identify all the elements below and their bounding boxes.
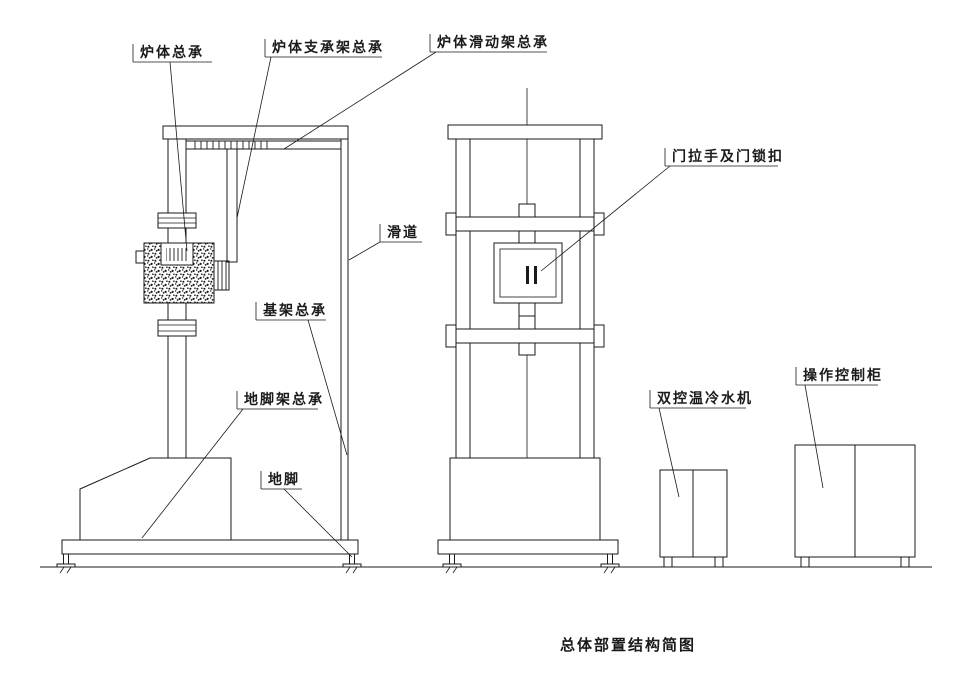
bolt-washer bbox=[56, 563, 76, 568]
bolt-hatch bbox=[445, 566, 451, 574]
side-view bbox=[56, 125, 362, 574]
chiller-foot bbox=[714, 556, 724, 568]
chiller-foot bbox=[663, 556, 673, 568]
leader-line bbox=[236, 56, 272, 219]
callout-furnace-sliding-frame: 炉体滑动架总承 bbox=[283, 34, 549, 150]
furnace-side-block bbox=[212, 260, 230, 291]
leader-line bbox=[348, 241, 381, 261]
callout-floor-anchor: 地脚 bbox=[260, 471, 353, 558]
column-flange-lower bbox=[157, 319, 197, 337]
furnace-hanger bbox=[226, 148, 238, 263]
label-chiller: 双控温冷水机 bbox=[657, 390, 753, 407]
flange-plate bbox=[157, 212, 197, 229]
leader-line bbox=[169, 61, 188, 252]
front-right-column bbox=[579, 138, 595, 459]
sliding-carriage bbox=[185, 140, 342, 150]
callout-furnace-support-frame: 炉体支承架总承 bbox=[236, 39, 384, 219]
crossbeam-tab-right bbox=[593, 324, 605, 348]
slide-rail bbox=[340, 138, 349, 541]
furnace-left-lug bbox=[135, 250, 145, 264]
crossbeam-bar bbox=[455, 328, 595, 344]
bolt-stem bbox=[607, 553, 613, 565]
label-slideway: 滑道 bbox=[387, 224, 419, 241]
door-upper-bracket-top bbox=[518, 203, 536, 218]
door-upper-bracket-bottom bbox=[518, 230, 536, 244]
bolt-stem bbox=[63, 553, 69, 565]
leader-line bbox=[307, 319, 348, 456]
label-furnace-sliding-frame: 炉体滑动架总承 bbox=[437, 34, 549, 51]
label-base-frame: 基架总承 bbox=[263, 302, 327, 319]
front-lower-crossbeam bbox=[445, 324, 605, 348]
bolt-hatch bbox=[603, 566, 609, 574]
front-top-beam bbox=[447, 124, 603, 140]
flange-plate bbox=[157, 319, 197, 337]
bolt-hatch bbox=[352, 566, 358, 574]
bolt-hatch bbox=[345, 566, 351, 574]
front-left-column bbox=[455, 138, 471, 459]
front-view bbox=[437, 88, 620, 574]
column-flange-upper bbox=[157, 212, 197, 229]
chiller-unit bbox=[659, 469, 728, 568]
control-cabinet-unit bbox=[794, 444, 916, 568]
leader-line bbox=[658, 407, 680, 498]
door-inner bbox=[499, 248, 557, 298]
leader-line bbox=[283, 488, 353, 558]
leader-line bbox=[141, 408, 244, 539]
callout-base-frame: 基架总承 bbox=[255, 302, 348, 456]
door-handle bbox=[526, 266, 529, 284]
bolt-hatch bbox=[610, 566, 616, 574]
bolt-stem bbox=[449, 553, 455, 565]
crossbeam-tab-left bbox=[445, 324, 457, 348]
door-latch bbox=[534, 266, 537, 284]
callout-furnace-body: 炉体总承 bbox=[132, 44, 212, 252]
furnace-door bbox=[493, 242, 563, 304]
label-control-cabinet: 操作控制柜 bbox=[803, 367, 883, 384]
bolt-washer bbox=[442, 563, 462, 568]
side-base-plate bbox=[61, 539, 359, 555]
anchor-bolt bbox=[342, 553, 362, 574]
cabinet-foot bbox=[900, 556, 910, 568]
lower-center-bracket bbox=[518, 342, 536, 356]
anchor-bolt bbox=[56, 553, 76, 574]
bolt-washer bbox=[342, 563, 362, 568]
label-furnace-support-frame: 炉体支承架总承 bbox=[272, 39, 384, 56]
label-floor-anchor: 地脚 bbox=[268, 471, 300, 488]
side-pedestal bbox=[79, 457, 232, 541]
anchor-bolt bbox=[442, 553, 462, 574]
crossbeam-tab-left bbox=[445, 212, 457, 236]
callout-floor-frame: 地脚架总承 bbox=[141, 391, 324, 539]
insert-hatch bbox=[166, 248, 188, 261]
bolt-hatch bbox=[59, 566, 65, 574]
anchor-bolt bbox=[600, 553, 620, 574]
crossbeam-bar bbox=[455, 216, 595, 232]
leader-line bbox=[804, 384, 824, 489]
leader-line bbox=[283, 51, 437, 150]
bolt-washer bbox=[600, 563, 620, 568]
callout-chiller: 双控温冷水机 bbox=[649, 390, 753, 498]
furnace-top-insert bbox=[160, 242, 194, 266]
leader-line bbox=[540, 165, 671, 272]
door-lower-bracket-top bbox=[518, 302, 536, 317]
bolt-hatch bbox=[452, 566, 458, 574]
front-base-box bbox=[449, 457, 601, 541]
door-lower-bracket-bottom bbox=[518, 315, 536, 330]
callout-slideway: 滑道 bbox=[348, 224, 422, 261]
label-furnace-body: 炉体总承 bbox=[140, 44, 204, 61]
drawing-title: 总体部置结构简图 bbox=[560, 636, 696, 654]
bolt-hatch bbox=[66, 566, 72, 574]
front-base-plate bbox=[437, 539, 619, 555]
callout-control-cabinet: 操作控制柜 bbox=[795, 367, 883, 489]
cabinet-foot bbox=[800, 556, 810, 568]
side-top-beam bbox=[162, 125, 349, 140]
carriage-hatch bbox=[192, 141, 272, 149]
label-door-handle-lock: 门拉手及门锁扣 bbox=[672, 148, 784, 165]
label-floor-frame: 地脚架总承 bbox=[244, 391, 324, 408]
callout-door-handle-lock: 门拉手及门锁扣 bbox=[540, 148, 784, 272]
